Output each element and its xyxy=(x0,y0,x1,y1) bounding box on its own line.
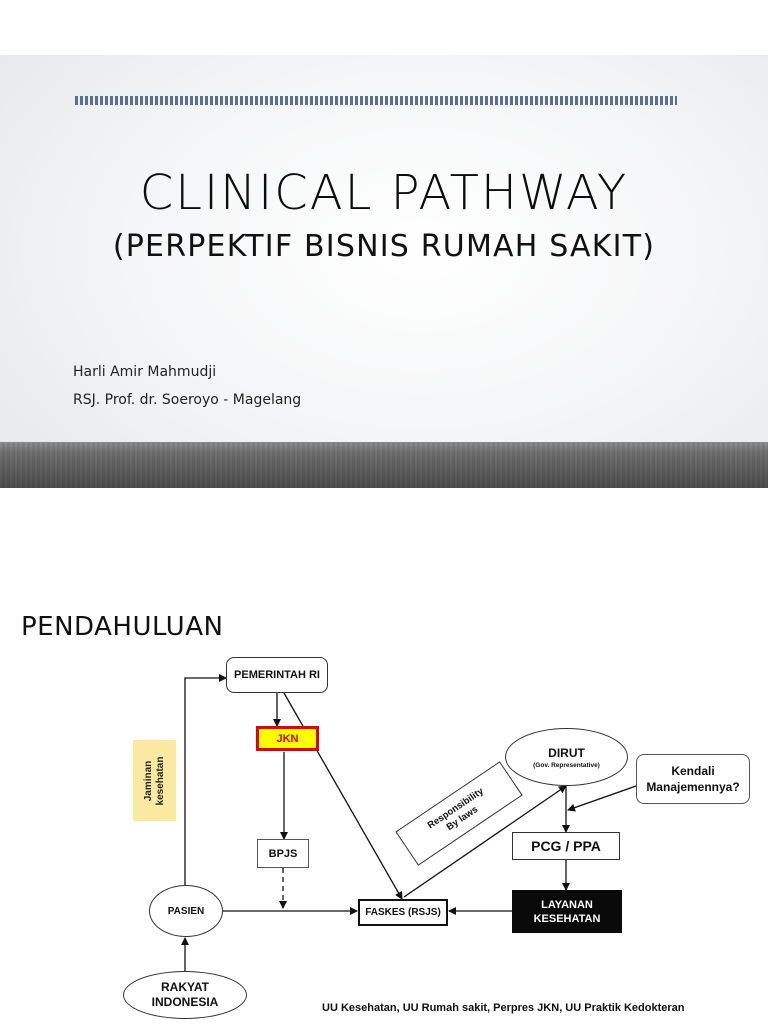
flow-diagram-arrows xyxy=(181,674,637,971)
node-rakyat-line1: RAKYAT xyxy=(160,980,209,994)
arrow-kendali-to-pcg xyxy=(567,785,637,812)
node-bpjs-label: BPJS xyxy=(268,847,298,860)
section-title: PENDAHULUAN xyxy=(21,612,224,642)
node-rakyat-indonesia: RAKYAT INDONESIA xyxy=(123,971,247,1019)
node-kendali-line1: Kendali xyxy=(671,764,715,778)
note-jaminan-kesehatan: Jaminan kesehatan xyxy=(133,740,176,821)
node-pcg-ppa-label: PCG / PPA xyxy=(531,838,601,854)
arrow-faskes-to-dirut xyxy=(403,785,567,898)
floor-texture xyxy=(0,442,768,488)
node-kendali-line2: Manajemennya? xyxy=(646,780,740,794)
node-jkn-label: JKN xyxy=(276,732,299,745)
node-dirut: DIRUT (Gov. Representative) xyxy=(505,728,628,786)
slide-subtitle: (PERPEKTIF BISNIS RUMAH SAKIT) xyxy=(112,229,656,264)
arrow-pasien-to-pemerintah xyxy=(184,674,227,885)
title-slide: CLINICAL PATHWAY (PERPEKTIF BISNIS RUMAH… xyxy=(0,55,768,488)
node-dirut-sublabel: (Gov. Representative) xyxy=(533,761,600,769)
node-pemerintah-ri-label: PEMERINTAH RI xyxy=(234,669,320,681)
node-pasien-label: PASIEN xyxy=(167,905,205,917)
node-bpjs: BPJS xyxy=(257,839,309,868)
node-dirut-label: DIRUT xyxy=(548,745,585,760)
node-pemerintah-ri: PEMERINTAH RI xyxy=(226,657,328,693)
legal-basis-footer: UU Kesehatan, UU Rumah sakit, Perpres JK… xyxy=(322,1002,685,1014)
decorative-dotted-bar xyxy=(75,96,677,105)
author-affiliation: RSJ. Prof. dr. Soeroyo - Magelang xyxy=(73,392,302,408)
author-name: Harli Amir Mahmudji xyxy=(73,364,217,380)
note-jaminan-line2: kesehatan xyxy=(154,756,166,805)
node-jkn: JKN xyxy=(256,726,319,751)
node-pcg-ppa: PCG / PPA xyxy=(512,832,620,860)
node-faskes-rsjs: FASKES (RSJS) xyxy=(358,899,448,926)
node-layanan-line1: LAYANAN xyxy=(541,898,593,911)
slide-title: CLINICAL PATHWAY xyxy=(139,165,629,221)
intro-slide: PENDAHULUAN PEMERINTAH RI xyxy=(0,590,768,1024)
arrow-pemerintah-to-faskes xyxy=(283,692,403,900)
node-pasien: PASIEN xyxy=(149,885,223,937)
node-kendali-manajemen: Kendali Manajemennya? xyxy=(636,754,750,804)
node-layanan-kesehatan: LAYANAN KESEHATAN xyxy=(512,890,622,933)
note-jaminan-line1: Jaminan xyxy=(142,760,154,801)
node-layanan-line2: KESEHATAN xyxy=(533,912,601,925)
node-faskes-label: FASKES (RSJS) xyxy=(365,907,441,918)
node-rakyat-line2: INDONESIA xyxy=(151,995,219,1009)
